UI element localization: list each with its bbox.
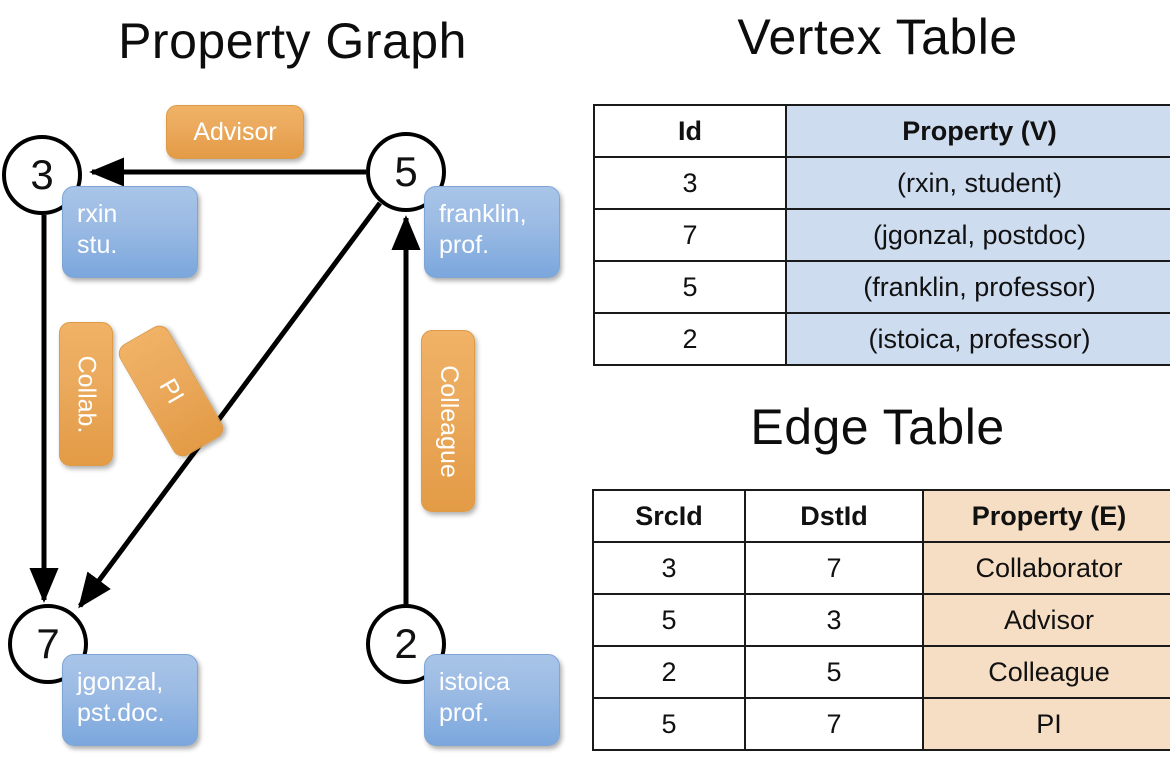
vertex-7-label: 7 (36, 620, 60, 667)
table-row[interactable]: 2 5 Colleague (592, 645, 1170, 699)
vertex-property-franklin-line2: prof. (439, 230, 490, 259)
vertex-table-cell-property: (jgonzal, postdoc) (785, 208, 1170, 262)
edge-table-cell-srcid: 2 (592, 645, 746, 699)
edge-table-cell-srcid: 5 (592, 697, 746, 751)
vertex-table-cell-id: 5 (593, 260, 787, 314)
edge-table-cell-dstid: 7 (744, 697, 924, 751)
vertex-property-jgonzal-line1: jgonzal, (77, 668, 164, 696)
edge-table-cell-dstid: 3 (744, 593, 924, 647)
vertex-table-cell-property: (franklin, professor) (785, 260, 1170, 314)
page-title-edge-table: Edge Table (750, 399, 1005, 455)
edge-label-box-advisor: Advisor (166, 105, 304, 159)
vertex-5-label: 5 (394, 148, 418, 195)
property-graph-panel: Property Graph 3 5 7 2 rxin stu. frankli… (2, 13, 560, 746)
edge-table-cell-srcid: 5 (592, 593, 746, 647)
table-row[interactable]: 5 (franklin, professor) (593, 260, 1170, 314)
edge-table-header-srcid: SrcId (592, 489, 746, 543)
table-row[interactable]: 7 (jgonzal, postdoc) (593, 208, 1170, 262)
edge-table-header-dstid: DstId (744, 489, 924, 543)
table-row[interactable]: 5 3 Advisor (592, 593, 1170, 647)
vertex-property-box-jgonzal: jgonzal, pst.doc. (62, 654, 198, 746)
edge-table-cell-dstid: 5 (744, 645, 924, 699)
vertex-property-istoica-line2: prof. (439, 698, 490, 727)
edge-arrow-pi (77, 201, 383, 609)
vertex-property-rxin-line1: rxin (77, 200, 118, 228)
vertex-table: Id Property (V) 3 (rxin, student) 7 (jgo… (593, 104, 1170, 366)
edge-label-advisor-text: Advisor (193, 117, 277, 146)
vertex-property-franklin-line1: franklin, (439, 200, 527, 228)
edge-label-collab-text: Collab. (72, 355, 101, 433)
edge-label-box-collab: Collab. (59, 322, 113, 466)
page-title-vertex-table: Vertex Table (737, 9, 1018, 65)
graph-vertex-2[interactable]: 2 (366, 604, 446, 684)
vertex-table-cell-property: (rxin, student) (785, 156, 1170, 210)
vertex-table-header-row: Id Property (V) (593, 104, 1170, 158)
edge-table-cell-property: PI (922, 697, 1170, 751)
edge-table-cell-dstid: 7 (744, 541, 924, 595)
vertex-table-cell-id: 7 (593, 208, 787, 262)
vertex-table-cell-property: (istoica, professor) (785, 312, 1170, 366)
edge-table-header-property: Property (E) (922, 489, 1170, 543)
edge-table-cell-property: Collaborator (922, 541, 1170, 595)
edge-label-colleague-text: Colleague (434, 364, 463, 478)
table-row[interactable]: 3 (rxin, student) (593, 156, 1170, 210)
vertex-property-box-istoica: istoica prof. (424, 654, 560, 746)
vertex-table-header-id: Id (593, 104, 787, 158)
edge-label-box-colleague: Colleague (421, 330, 475, 512)
vertex-table-header-property: Property (V) (785, 104, 1170, 158)
table-row[interactable]: 3 7 Collaborator (592, 541, 1170, 595)
graph-edges-layer (29, 157, 421, 609)
vertex-table-cell-id: 2 (593, 312, 787, 366)
edge-table: SrcId DstId Property (E) 3 7 Collaborato… (592, 489, 1170, 751)
table-row[interactable]: 2 (istoica, professor) (593, 312, 1170, 366)
graph-vertex-5[interactable]: 5 (366, 132, 446, 212)
vertex-property-istoica-line1: istoica (439, 668, 510, 696)
edge-table-cell-srcid: 3 (592, 541, 746, 595)
edge-table-cell-property: Colleague (922, 645, 1170, 699)
table-row[interactable]: 5 7 PI (592, 697, 1170, 751)
page-title-property-graph: Property Graph (118, 13, 467, 69)
vertex-2-label: 2 (394, 620, 418, 667)
vertex-property-box-rxin: rxin stu. (62, 186, 198, 278)
edge-table-header-row: SrcId DstId Property (E) (592, 489, 1170, 543)
vertex-property-jgonzal-line2: pst.doc. (77, 698, 165, 727)
edge-table-cell-property: Advisor (922, 593, 1170, 647)
vertex-3-label: 3 (30, 151, 54, 198)
vertex-property-box-franklin: franklin, prof. (424, 186, 560, 278)
vertex-property-rxin-line2: stu. (77, 230, 118, 259)
vertex-table-cell-id: 3 (593, 156, 787, 210)
edge-label-pi-text: PI (153, 373, 190, 408)
